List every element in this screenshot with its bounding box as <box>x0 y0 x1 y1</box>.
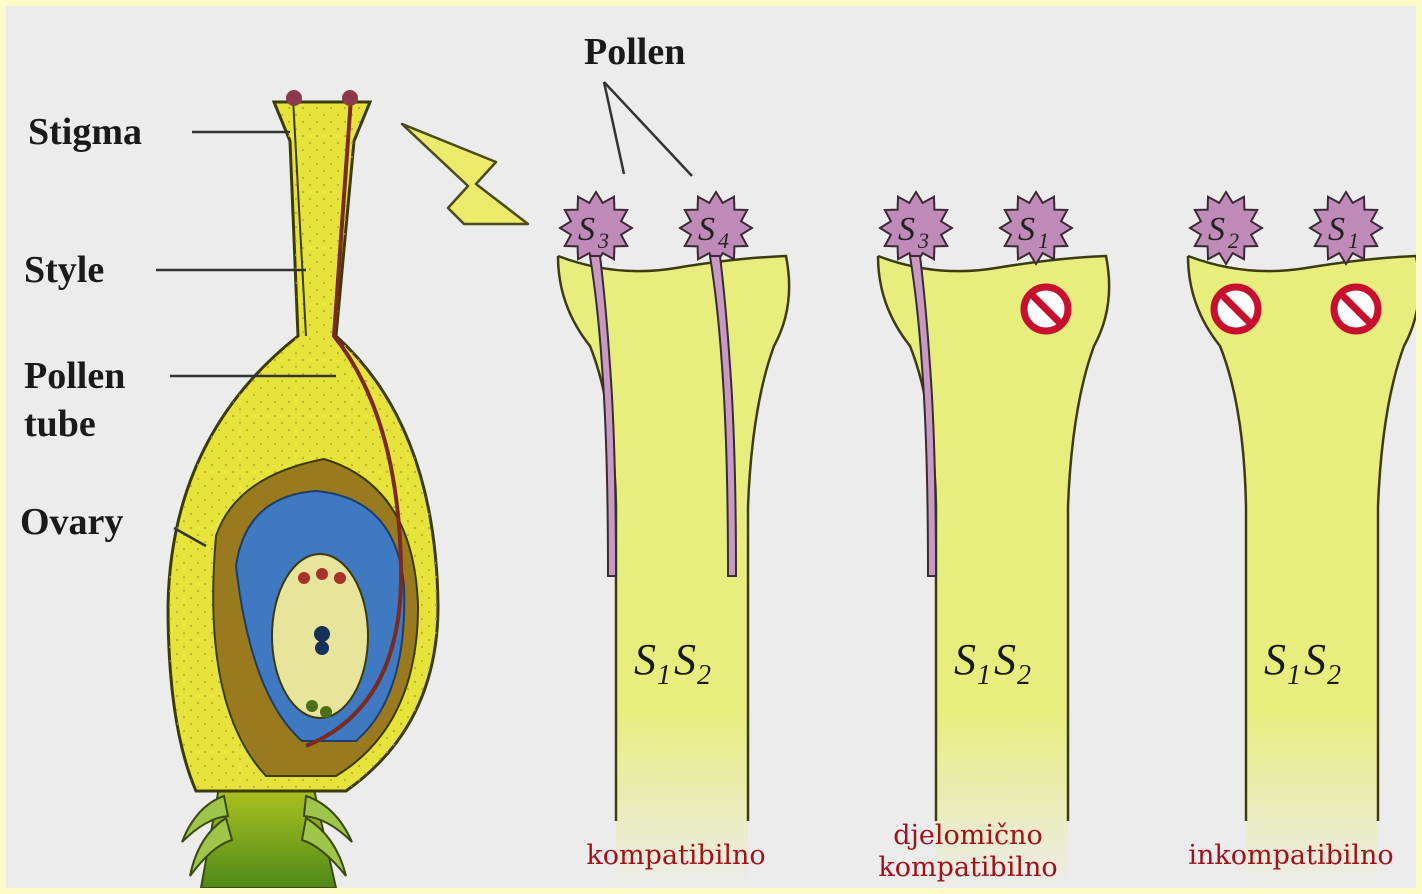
pollen-allele-letter: S <box>698 211 715 248</box>
genotype-subscript: 2 <box>1017 660 1031 691</box>
stigma-pollen-grain <box>342 90 358 106</box>
pollen-allele-subscript: 3 <box>917 228 929 253</box>
blocked-icon <box>1024 287 1068 331</box>
pollen-allele-letter: S <box>1208 211 1225 248</box>
result-incompatible: inkompatibilno <box>1176 840 1406 872</box>
genotype-allele: S <box>674 635 696 684</box>
label-pollen: Pollen <box>584 31 685 73</box>
genotype-subscript: 1 <box>977 660 991 691</box>
blocked-icon <box>1214 287 1258 331</box>
result-compatible: kompatibilno <box>566 840 786 872</box>
genotype-subscript: 1 <box>657 660 671 691</box>
pollen-allele-subscript: 4 <box>718 228 729 253</box>
result-partial: djelomično kompatibilno <box>868 820 1068 884</box>
label-ovary: Ovary <box>20 501 123 543</box>
genotype-allele: S <box>1304 635 1326 684</box>
pollen-allele-letter: S <box>1328 211 1345 248</box>
pollen-allele-subscript: 1 <box>1348 228 1359 253</box>
genotype-allele: S <box>1264 635 1286 684</box>
pistil-illustration <box>168 90 438 888</box>
label-style: Style <box>24 249 104 291</box>
genotype-allele: S <box>954 635 976 684</box>
zoom-arrow <box>402 124 528 224</box>
genotype-subscript: 2 <box>1327 660 1341 691</box>
label-stigma: Stigma <box>28 111 142 153</box>
pollen-allele-subscript: 1 <box>1038 228 1049 253</box>
pollen-allele-subscript: 3 <box>597 228 609 253</box>
genotype-allele: S <box>994 635 1016 684</box>
label-pollen-tube-line2: tube <box>24 403 96 445</box>
label-pollen-tube-line1: Pollen <box>24 355 125 397</box>
pollen-allele-letter: S <box>578 211 595 248</box>
genotype-allele: S <box>634 635 656 684</box>
genotype-subscript: 2 <box>697 660 711 691</box>
genotype-subscript: 1 <box>1287 660 1301 691</box>
pollen-allele-letter: S <box>1018 211 1035 248</box>
pollen-pointers <box>604 82 692 176</box>
stigma-pollen-grain <box>286 90 302 106</box>
pollen-allele-letter: S <box>898 211 915 248</box>
pollen-allele-subscript: 2 <box>1228 228 1239 253</box>
result-partial-line2: kompatibilno <box>868 852 1068 884</box>
blocked-icon <box>1334 287 1378 331</box>
result-partial-line1: djelomično <box>868 820 1068 852</box>
